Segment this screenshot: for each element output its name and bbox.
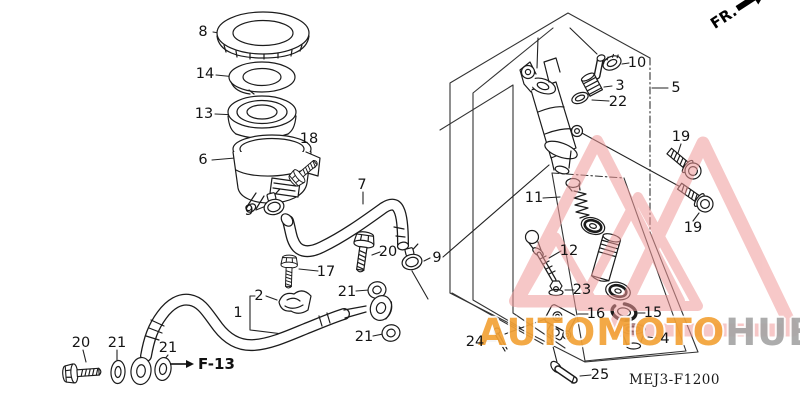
fr-direction-indicator: FR.	[707, 0, 772, 33]
washer-21-bl2-drawing	[154, 356, 172, 382]
part-label-1: 1	[233, 305, 243, 321]
oring-22-drawing	[571, 91, 589, 105]
part-label-21: 21	[158, 340, 178, 356]
part-label-23: 23	[572, 282, 592, 298]
part-label-22: 22	[608, 94, 628, 110]
part-label-19: 19	[671, 129, 691, 145]
part-label-12: 12	[559, 243, 579, 259]
part-label-20: 20	[71, 335, 91, 351]
part-label-20: 20	[378, 244, 398, 260]
part-label-21: 21	[354, 329, 374, 345]
joint-16-drawing	[544, 304, 577, 341]
ring-10-drawing	[602, 53, 622, 71]
part-label-24: 24	[465, 334, 485, 350]
master-cylinder-drawing	[519, 57, 584, 175]
part-label-7: 7	[357, 177, 367, 193]
nut-23-drawing	[548, 280, 564, 297]
joint-3-drawing	[580, 72, 604, 97]
watermark-triangle-logo	[509, 135, 800, 337]
part-label-8: 8	[198, 24, 208, 40]
bolt-20-top-drawing	[349, 229, 377, 274]
reference-f13: F-13	[170, 355, 235, 373]
part-label-21: 21	[107, 335, 127, 351]
part-label-14: 14	[195, 66, 215, 82]
part-label-9: 9	[432, 250, 442, 266]
part-label-17: 17	[316, 264, 336, 280]
clamp-2-drawing	[278, 290, 312, 314]
part-label-25: 25	[590, 367, 610, 383]
part-label-4: 4	[660, 331, 670, 347]
hose-1-drawing	[130, 293, 393, 386]
part-label-13: 13	[194, 106, 214, 122]
part-label-10: 10	[627, 55, 647, 71]
seal-ring-14-drawing	[228, 61, 296, 95]
part-label-11: 11	[524, 190, 544, 206]
part-label-2: 2	[254, 288, 264, 304]
part-label-15: 15	[643, 305, 663, 321]
hose-7-drawing	[280, 198, 410, 258]
part-label-6: 6	[198, 152, 208, 168]
bolt-20-bottom-drawing	[61, 361, 103, 385]
part-label-9: 9	[244, 203, 254, 219]
reservoir-cap-drawing	[216, 11, 310, 60]
watermark-text-primary: AUTOMOTO	[478, 311, 726, 354]
part-label-16: 16	[586, 306, 606, 322]
bolt-17-drawing	[279, 254, 299, 289]
reservoir-6-drawing	[232, 134, 321, 213]
f13-arrow-icon	[170, 360, 194, 368]
diagram-code: MEJ3-F1200	[629, 372, 720, 388]
part-label-21: 21	[337, 284, 357, 300]
pin-25-drawing	[550, 360, 578, 384]
part-label-5: 5	[671, 80, 681, 96]
washer-21-lower-drawing	[379, 322, 403, 344]
washer-21-bl1-drawing	[110, 359, 126, 385]
part-label-3: 3	[615, 78, 625, 94]
part-label-19: 19	[683, 220, 703, 236]
watermark-text: AUTOMOTOHUB	[478, 314, 800, 351]
diaphragm-13-drawing	[227, 95, 297, 140]
cotter-pin-24-drawing	[493, 327, 508, 352]
elbow-joint-drawing	[593, 54, 606, 80]
part-label-18: 18	[299, 131, 319, 147]
fr-arrow-icon	[735, 0, 768, 12]
watermark-text-secondary: HUB	[725, 311, 800, 354]
f13-label: F-13	[198, 355, 235, 373]
